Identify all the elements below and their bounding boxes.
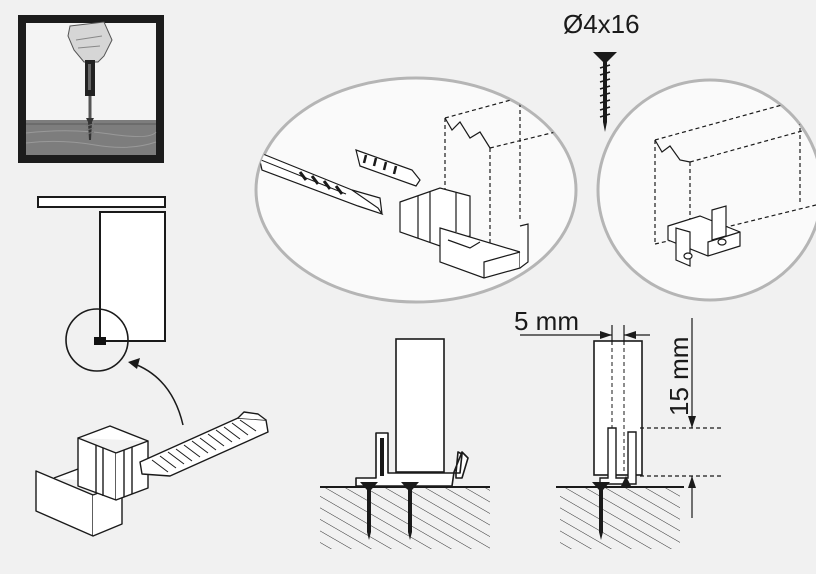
installed-section-middle: [320, 338, 490, 549]
board-section-left: [37, 196, 166, 372]
detail-arrow: [131, 362, 184, 426]
screwdriver-shaft: [88, 96, 92, 122]
skirting-board: [395, 338, 445, 473]
screw-size-label: Ø4x16: [563, 9, 640, 39]
floor-hatch-right: [560, 487, 680, 549]
screw-left-icon: [360, 482, 378, 540]
detail-clip-mounted: [596, 78, 816, 302]
clip-profile-right: [599, 427, 637, 485]
cut-tab-piece: [355, 149, 421, 187]
clip-height-label: 15 mm: [664, 337, 694, 416]
screwdriver-photo: [18, 15, 164, 163]
screw-right-icon: [401, 482, 419, 540]
gap-width-label: 5 mm: [514, 306, 579, 336]
dimension-height: [640, 318, 722, 518]
dimensioned-section-right: [556, 340, 684, 549]
dimension-width: [520, 325, 650, 345]
detail-magnifier-circle: [65, 308, 129, 372]
floor-hatch: [320, 487, 490, 549]
arrowhead-icon: [128, 358, 140, 369]
countersunk-screw-icon: [593, 52, 617, 132]
detail-cut-clip: [254, 76, 578, 304]
clip-position-marker: [94, 337, 106, 345]
screw-dim-icon: [592, 482, 610, 540]
clip-enlarged: [35, 411, 269, 537]
glove-hand: [67, 21, 113, 63]
